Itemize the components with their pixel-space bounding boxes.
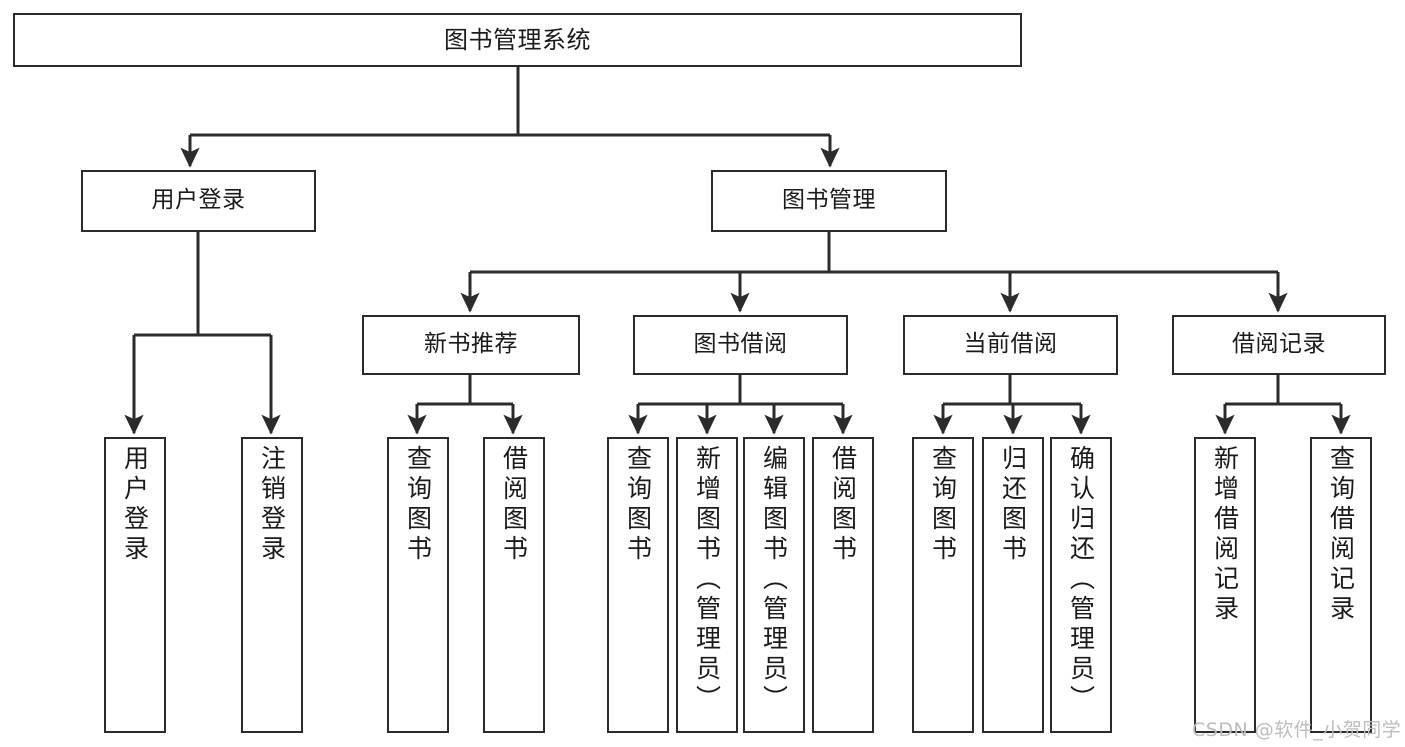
node-label: 借阅记录 (1232, 331, 1326, 358)
node-label: 新增借阅记录 (1210, 445, 1240, 625)
leaf-query-book-current[interactable]: 查询图书 (912, 437, 974, 733)
leaf-user-login[interactable]: 用户登录 (104, 437, 166, 733)
node-label: 归还图书 (998, 445, 1028, 565)
node-label: 图书借阅 (693, 331, 788, 358)
node-label: 查询图书 (403, 445, 433, 565)
leaf-query-book-borrow[interactable]: 查询图书 (607, 437, 669, 733)
csdn-watermark: CSDN @软件_小贺同学 (1192, 719, 1402, 741)
node-book-borrow[interactable]: 图书借阅 (633, 315, 848, 375)
node-root-book-management-system[interactable]: 图书管理系统 (13, 13, 1022, 67)
node-label: 用户登录 (151, 187, 246, 214)
node-label: 新增图书（管理员） (692, 445, 722, 715)
leaf-add-borrow-record[interactable]: 新增借阅记录 (1194, 437, 1256, 733)
node-new-book-recommend[interactable]: 新书推荐 (362, 315, 580, 375)
node-label: 注销登录 (257, 445, 287, 565)
node-label: 查询借阅记录 (1326, 445, 1356, 625)
node-label: 查询图书 (928, 445, 958, 565)
node-label: 新书推荐 (424, 331, 518, 358)
node-label: 图书管理 (782, 187, 876, 214)
leaf-add-book-admin[interactable]: 新增图书（管理员） (676, 437, 738, 733)
leaf-borrow-book[interactable]: 借阅图书 (812, 437, 874, 733)
node-label: 借阅图书 (828, 445, 858, 565)
node-borrow-record[interactable]: 借阅记录 (1172, 315, 1386, 375)
leaf-confirm-return-admin[interactable]: 确认归还（管理员） (1050, 437, 1112, 733)
node-label: 查询图书 (623, 445, 653, 565)
leaf-logout[interactable]: 注销登录 (241, 437, 303, 733)
node-label: 编辑图书（管理员） (759, 445, 789, 715)
node-label: 图书管理系统 (444, 25, 591, 54)
node-label: 确认归还（管理员） (1066, 445, 1096, 715)
node-label: 借阅图书 (499, 445, 529, 565)
leaf-borrow-book-recommend[interactable]: 借阅图书 (483, 437, 545, 733)
node-current-borrow[interactable]: 当前借阅 (903, 315, 1118, 375)
leaf-edit-book-admin[interactable]: 编辑图书（管理员） (743, 437, 805, 733)
leaf-query-book-recommend[interactable]: 查询图书 (387, 437, 449, 733)
leaf-return-book[interactable]: 归还图书 (982, 437, 1044, 733)
node-label: 用户登录 (120, 445, 150, 565)
node-label: 当前借阅 (963, 331, 1058, 358)
node-book-management[interactable]: 图书管理 (711, 170, 947, 232)
leaf-query-borrow-record[interactable]: 查询借阅记录 (1310, 437, 1372, 733)
node-user-login[interactable]: 用户登录 (81, 170, 316, 232)
